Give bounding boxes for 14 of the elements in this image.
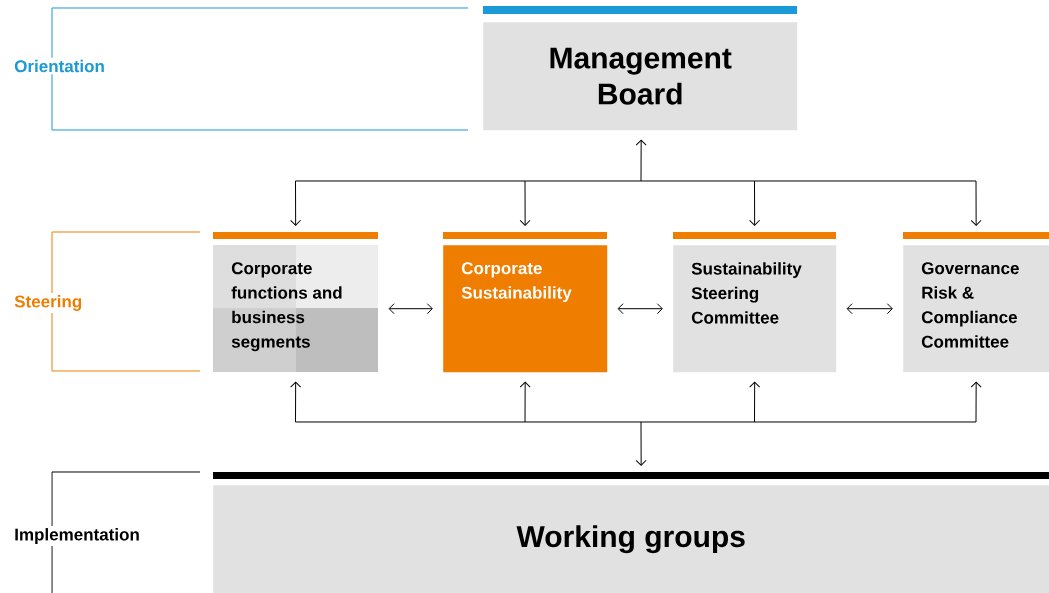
arrow <box>290 381 982 466</box>
arrow <box>388 303 433 315</box>
section-label: Implementation <box>12 526 142 546</box>
arrow <box>290 139 982 226</box>
management-box: Management Board <box>483 6 798 131</box>
unit-box: Corporate Sustainability <box>443 232 608 373</box>
committee-box: Sustainability Steering Committee <box>673 232 837 373</box>
arrow <box>617 303 663 315</box>
management-box: Working groups <box>213 472 1049 593</box>
committee-box: Governance Risk & Compliance Committee <box>903 232 1049 373</box>
section-label: Orientation <box>12 57 107 75</box>
section-label: Steering <box>12 293 85 313</box>
unit-box: Corporate functions and business segments <box>213 232 378 372</box>
arrow <box>846 303 893 315</box>
